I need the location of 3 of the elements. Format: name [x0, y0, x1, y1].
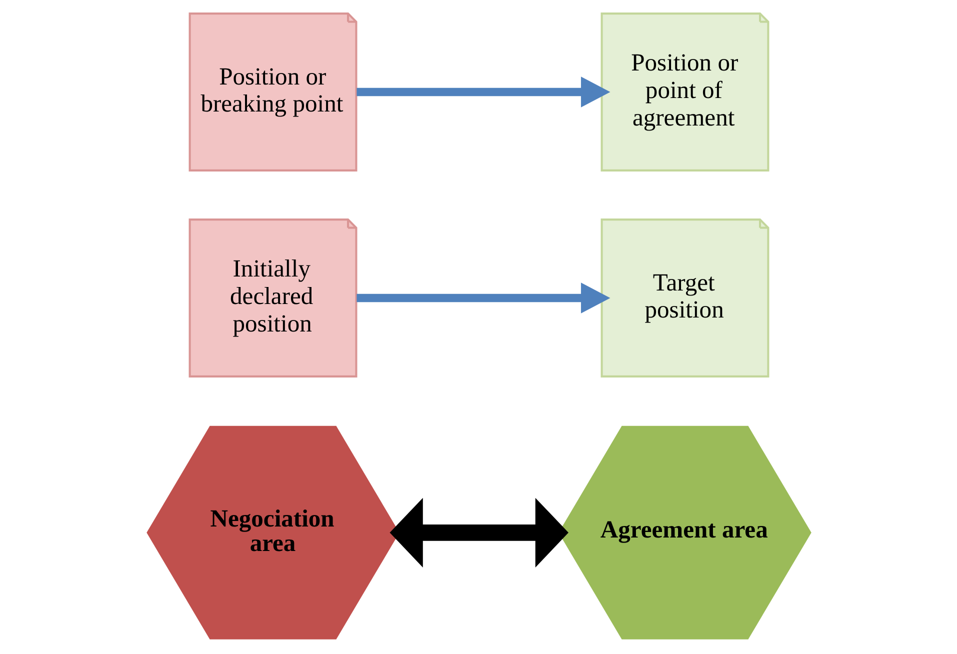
arrow — [356, 76, 610, 108]
arrow — [356, 282, 610, 314]
arrow — [389, 498, 568, 568]
